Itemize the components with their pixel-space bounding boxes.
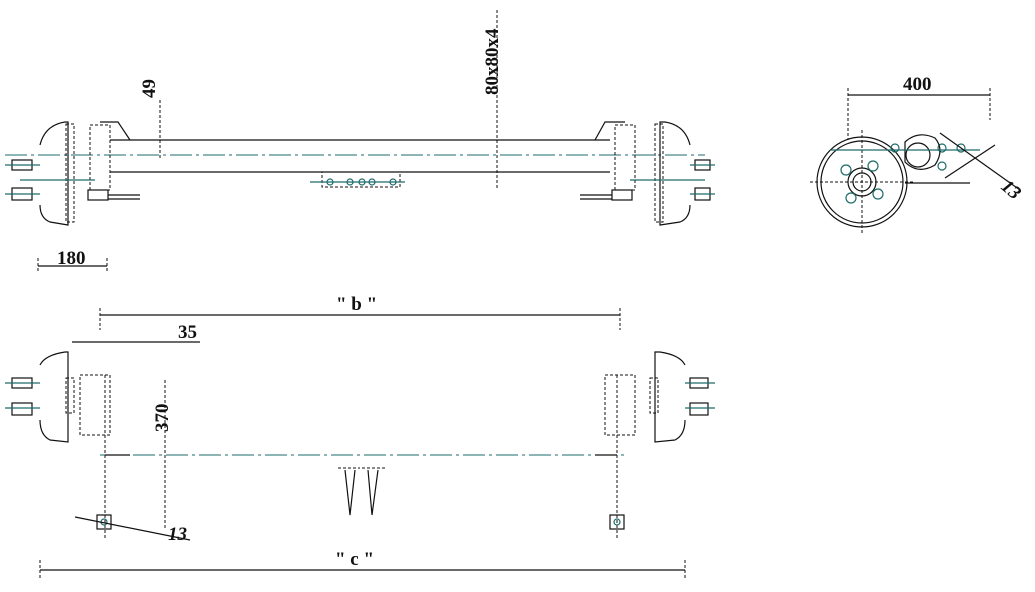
dim-c-label: " c "	[335, 549, 374, 570]
dim-hub-label: 180	[57, 248, 86, 269]
dim-arm-label: 370	[152, 404, 173, 433]
dim-side-angle-label: 13	[997, 176, 1025, 204]
side-view: 400 13	[810, 74, 1025, 235]
dim-side-width-label: 400	[903, 74, 932, 95]
top-view: " b " 35 13 370 " c "	[5, 294, 715, 578]
dim-height-label: 49	[139, 79, 160, 98]
front-view: 49 80x80x4 180	[5, 10, 715, 272]
dim-offset-label: 35	[178, 322, 197, 343]
dim-b-label: " b "	[336, 294, 377, 315]
dim-top-angle-label: 13	[168, 524, 187, 545]
dim-profile-label: 80x80x4	[482, 28, 503, 95]
